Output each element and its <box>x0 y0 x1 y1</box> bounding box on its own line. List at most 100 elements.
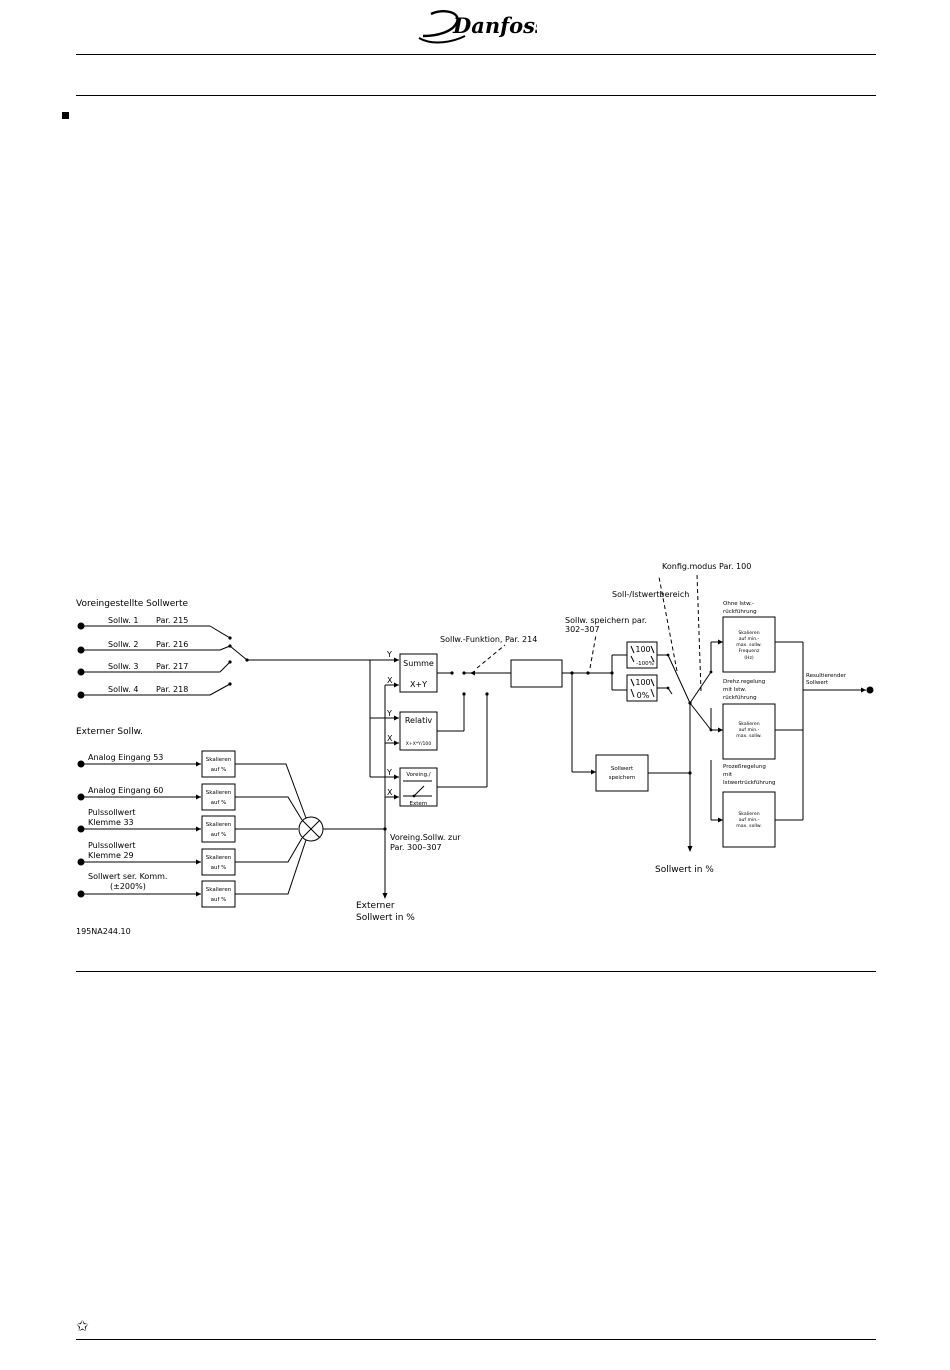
resultierender-line2: Sollwert <box>806 680 829 686</box>
box2-line1: Skalieren <box>738 721 759 727</box>
preset-row-1: Sollw. 1 Par. 215 <box>77 616 231 639</box>
box1-line4: Frequenz <box>739 648 760 654</box>
scale-box-5: Skalieren auf % <box>201 880 236 908</box>
voreing-block: Voreing./ Extern <box>399 767 438 807</box>
external-input-4: Pulssollwert Klemme 29 <box>77 841 201 866</box>
external-input-1: Analog Eingang 53 <box>77 753 201 768</box>
scale-box-5-line1: Skalieren <box>206 887 232 893</box>
external-input-label-5b: (±200%) <box>110 882 146 891</box>
star-icon: ✩ <box>76 1317 89 1335</box>
range-hi-a: 100 <box>635 645 650 654</box>
preset-label-4: Sollw. 4 <box>108 685 138 694</box>
box2-line3: max. sollw. <box>736 733 761 739</box>
voreing-sollw-line2: Par. 300–307 <box>390 843 442 852</box>
preset-label-1: Sollw. 1 <box>108 616 138 625</box>
scale-box-2-line1: Skalieren <box>206 790 232 796</box>
external-input-label-3b: Klemme 33 <box>88 818 134 827</box>
soll-ist-label: Soll-/Istwertbereich <box>612 590 689 599</box>
sollw-funktion-label: Sollw.-Funktion, Par. 214 <box>440 635 537 644</box>
preset-selector-switch <box>228 636 370 686</box>
drehz-line2: mit Istw. <box>723 687 746 693</box>
preset-row-4: Sollw. 4 Par. 218 <box>77 683 231 699</box>
preset-row-3: Sollw. 3 Par. 217 <box>77 661 231 676</box>
sollwert-speichern-line2: speichern <box>609 775 636 781</box>
box1-line2: auf min.- <box>739 636 760 642</box>
soll-ist-dash <box>658 576 678 672</box>
box1-line3: max. sollw. <box>736 642 761 648</box>
scale-box-1-line2: auf % <box>211 767 227 773</box>
summe-title: Summe <box>403 659 434 668</box>
voreing-sollw-line1: Voreing.Sollw. zur <box>390 833 461 842</box>
scale-box-1-line1: Skalieren <box>206 757 232 763</box>
preset-label-3: Sollw. 3 <box>108 662 138 671</box>
relativ-block: Relativ X+X*Y/100 <box>399 711 438 751</box>
reference-block <box>510 659 563 688</box>
external-input-3: Pulssollwert Klemme 33 <box>77 808 201 833</box>
voreing-line2: Extern <box>410 801 428 807</box>
relativ-y-label: Y <box>386 709 392 718</box>
external-input-5: Sollwert ser. Komm. (±200%) <box>77 872 201 898</box>
external-input-label-2: Analog Eingang 60 <box>88 786 163 795</box>
range-box-hi: 100 -100% <box>626 641 658 669</box>
drehz-line1: Drehz.regelung <box>723 679 765 685</box>
prozess-line2: mit <box>723 772 733 778</box>
konfig-label: Konfig.modus Par. 100 <box>662 562 751 571</box>
ohne-line1: Ohne Istw.- <box>723 601 754 607</box>
resultierender-line1: Resultierender <box>806 673 847 679</box>
scale-box-4-line1: Skalieren <box>206 855 232 861</box>
summe-block: Summe X+Y <box>399 653 438 693</box>
scale-box-3-line2: auf % <box>211 832 227 838</box>
figure-id: 195NA244.10 <box>76 927 131 936</box>
prozess-line1: Prozeßregelung <box>723 764 766 770</box>
voreing-line1: Voreing./ <box>406 772 430 778</box>
range-out <box>657 653 691 704</box>
preset-par-2: Par. 216 <box>156 640 188 649</box>
header-rule-2 <box>76 95 876 96</box>
externer-sollwert-line1: Externer <box>356 901 395 911</box>
relativ-x-label: X <box>387 734 393 743</box>
sollw-speichern-dash <box>589 634 597 669</box>
ohne-line2: rückführung <box>723 609 757 615</box>
summing-junction <box>298 816 324 842</box>
footer-rule <box>76 1339 876 1340</box>
danfoss-logo: Danfoss <box>418 10 537 44</box>
scale-process-box: Skalieren auf min.- max. sollw. <box>722 791 776 848</box>
mode-selector <box>687 573 712 852</box>
output-bus <box>775 641 874 821</box>
preset-title: Voreingestellte Sollwerte <box>76 599 188 609</box>
y-bus: Y Y Y <box>369 650 399 780</box>
preset-par-1: Par. 215 <box>156 616 188 625</box>
voreing-x-label: X <box>387 788 393 797</box>
sollw-speichern-line1: Sollw. speichern par. <box>565 616 647 625</box>
box3-line1: Skalieren <box>738 811 759 817</box>
scale-box-4-line2: auf % <box>211 865 227 871</box>
external-input-2: Analog Eingang 60 <box>77 786 201 801</box>
config-feeds <box>709 639 723 823</box>
external-input-label-4a: Pulssollwert <box>88 841 136 850</box>
scale-box-3: Skalieren auf % <box>201 815 236 843</box>
summe-y-label: Y <box>386 650 392 659</box>
externer-sollwert-line2: Sollwert in % <box>356 913 415 923</box>
section-bullet <box>62 112 69 119</box>
function-selector: Sollw.-Funktion, Par. 214 <box>437 635 537 788</box>
header-rule <box>76 54 876 55</box>
sollwert-speichern-box: Sollwert speichern <box>595 754 692 792</box>
range-box-lo: 100 0% <box>626 674 658 702</box>
summing-links <box>235 763 307 895</box>
summe-formula: X+Y <box>410 680 427 689</box>
scale-box-1: Skalieren auf % <box>201 750 236 778</box>
prozess-line3: Istwertrückführung <box>723 780 776 786</box>
x-bus: X X X <box>384 676 399 829</box>
scale-speed-box: Skalieren auf min.- max. sollw. <box>722 703 776 760</box>
scale-box-4: Skalieren auf % <box>201 848 236 876</box>
external-input-label-5a: Sollwert ser. Komm. <box>88 872 167 881</box>
external-title: Externer Sollw. <box>76 727 143 737</box>
drehz-line3: rückführung <box>723 695 757 701</box>
box2-line2: auf min.- <box>739 727 760 733</box>
box3-line2: auf min.- <box>739 817 760 823</box>
external-sollwert-arrow <box>382 893 388 899</box>
speicher-arrow <box>591 769 596 775</box>
scale-box-5-line2: auf % <box>211 897 227 903</box>
external-input-label-4b: Klemme 29 <box>88 851 134 860</box>
external-input-label-3a: Pulssollwert <box>88 808 136 817</box>
